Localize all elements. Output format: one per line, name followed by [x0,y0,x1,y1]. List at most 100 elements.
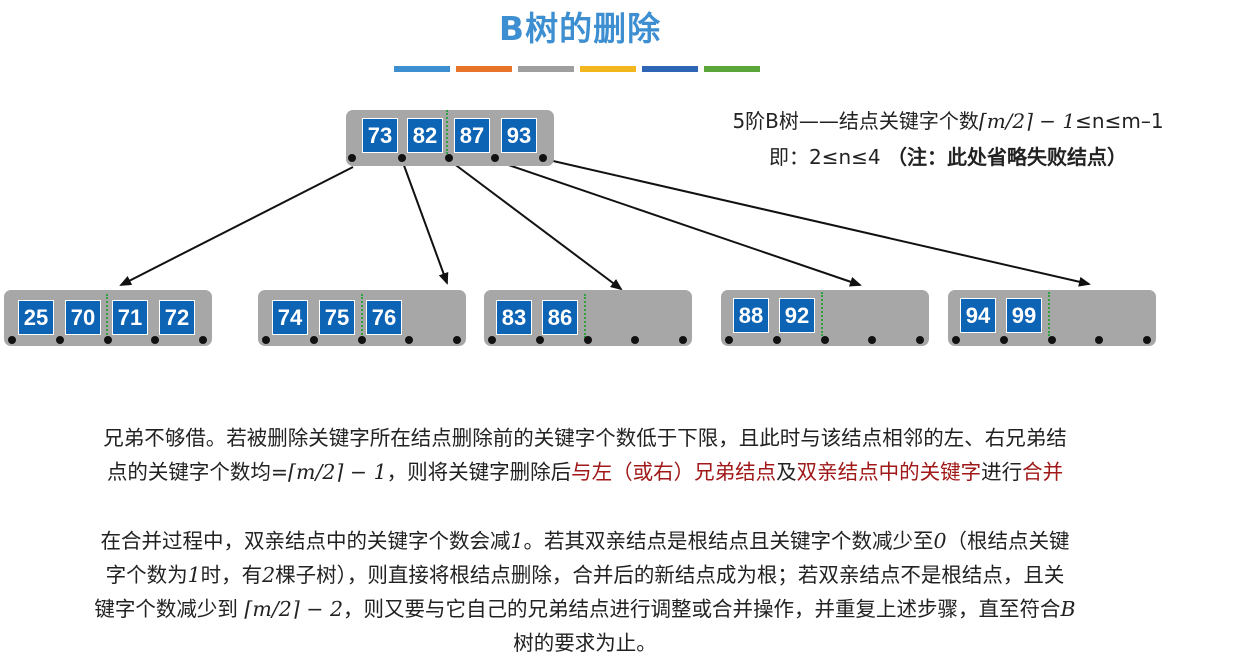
child-pointer [1095,336,1103,344]
root-key-3: 87 [454,118,490,153]
child-2-key-1: 74 [272,300,308,335]
child-pointer [539,154,547,162]
child-pointer [1143,336,1151,344]
child-1-key-2: 70 [65,300,101,335]
btree-order-rule: 5阶B树——结点关键字个数⌈m/2⌉ − 1≤n≤m–1 [668,105,1228,134]
text-span: 及 [776,460,797,484]
child-pointer [868,336,876,344]
edge-root-child-3 [448,159,623,291]
child-pointer [405,336,413,344]
info-text: ≤n≤m–1 [1075,109,1164,133]
child-pointer [262,336,270,344]
highlight-text: 双亲结点中的关键字 [796,460,982,484]
formula: ⌈m/2⌉ − 1 [288,460,387,484]
child-4-key-1: 88 [733,298,769,333]
child-pointer [1000,336,1008,344]
child-pointer [56,336,64,344]
formula: 2 [262,563,276,587]
root-key-2: 82 [407,118,443,153]
child-node-4: 88 92 [721,290,929,346]
formula: 0 [933,529,947,553]
child-pointer [679,336,687,344]
color-bar-4 [580,66,636,72]
color-bar-5 [642,66,698,72]
page-title: B树的删除 [498,9,662,48]
child-pointer [151,336,159,344]
formula: 1 [187,563,201,587]
text-span: ，则又要与它自己的兄弟结点进行调整或合并操作，并重复上述步骤，直至符合 [343,597,1061,621]
child-pointer [199,336,207,344]
child-2-key-2: 75 [319,300,355,335]
text-span: 时，有 [200,563,263,587]
formula: 1 [510,529,524,553]
child-pointer [491,154,499,162]
text-span: 。若其双亲结点是根结点且关键字个数减少至 [523,529,934,553]
text-span: 字个数为 [105,563,188,587]
text-span: ，则将关键字删除后 [386,460,572,484]
child-3-key-2: 86 [542,300,578,335]
child-pointer [8,336,16,344]
highlight-text: 合并 [1022,460,1064,484]
child-pointer [725,336,733,344]
child-pointer [348,154,356,162]
child-2-key-3: 76 [366,300,402,335]
child-pointer [584,336,592,344]
root-key-1: 73 [362,118,398,153]
color-bar-2 [456,66,512,72]
para2-line3: 键字个数减少到 ⌈m/2⌉ − 2，则又要与它自己的兄弟结点进行调整或合并操作，… [10,592,1160,626]
info-text: 5阶B树——结点关键字个数 [732,109,979,133]
text-span: 键字个数减少到 [94,597,245,621]
child-pointer [821,336,829,344]
child-1-key-3: 71 [112,300,148,335]
child-5-key-2: 99 [1006,298,1042,333]
root-node: 73 82 87 93 [346,110,554,166]
child-pointer [398,154,406,162]
child-pointer [536,336,544,344]
key-split-marker [821,292,823,336]
edge-root-child-1 [119,166,354,286]
key-split-marker [361,294,363,338]
child-3-key-1: 83 [496,300,532,335]
key-split-marker [1048,292,1050,336]
child-pointer [358,336,366,344]
para1-line2: 点的关键字个数均=⌈m/2⌉ − 1，则将关键字删除后与左（或右）兄弟结点及双亲… [10,455,1160,489]
child-node-3: 83 86 [484,290,692,346]
child-4-key-2: 92 [779,298,815,333]
child-pointer [445,154,453,162]
color-bar-3 [518,66,574,72]
para2-line1: 在合并过程中，双亲结点中的关键字个数会减1。若其双亲结点是根结点且关键字个数减少… [10,524,1160,558]
child-pointer [952,336,960,344]
text-span: 在合并过程中，双亲结点中的关键字个数会减 [100,529,511,553]
formula: ⌈m/2⌉ − 2 [244,597,344,621]
info-formula: ⌈m/2⌉ − 1 [978,109,1076,133]
edge-root-child-4 [493,159,862,287]
child-pointer [773,336,781,344]
key-split-marker [584,294,586,338]
highlight-text: 与左（或右）兄弟结点 [571,460,777,484]
text-span: 棵子树），则直接将根结点删除，合并后的新结点成为根；若双亲结点不是根结点，且关 [275,563,1065,587]
child-1-key-1: 25 [18,300,54,335]
text-span: 进行 [981,460,1023,484]
child-pointer [631,336,639,344]
merge-process-paragraph: 在合并过程中，双亲结点中的关键字个数会减1。若其双亲结点是根结点且关键字个数减少… [10,524,1160,660]
child-5-key-1: 94 [960,298,996,333]
para2-line2: 字个数为1时，有2棵子树），则直接将根结点删除，合并后的新结点成为根；若双亲结点… [10,558,1160,592]
info-range: 即：2≤n≤4 [769,145,881,169]
child-node-2: 74 75 76 [258,290,466,346]
child-pointer [1048,336,1056,344]
root-key-4: 93 [501,118,537,153]
para1-line1: 兄弟不够借。若被删除关键字所在结点删除前的关键字个数低于下限，且此时与该结点相邻… [103,426,1067,450]
child-pointer [104,336,112,344]
color-bar-6 [704,66,760,72]
text-span: 点的关键字个数均= [106,460,289,484]
child-pointer [488,336,496,344]
text-span: （根结点关键 [946,529,1070,553]
child-node-1: 25 70 71 72 [4,290,212,346]
key-split-marker [446,110,448,154]
info-note: （注：此处省略失败结点） [887,145,1127,169]
child-pointer [310,336,318,344]
edge-root-child-5 [539,157,1091,287]
para2-line4: 树的要求为止。 [513,631,657,655]
child-1-key-4: 72 [159,300,195,335]
